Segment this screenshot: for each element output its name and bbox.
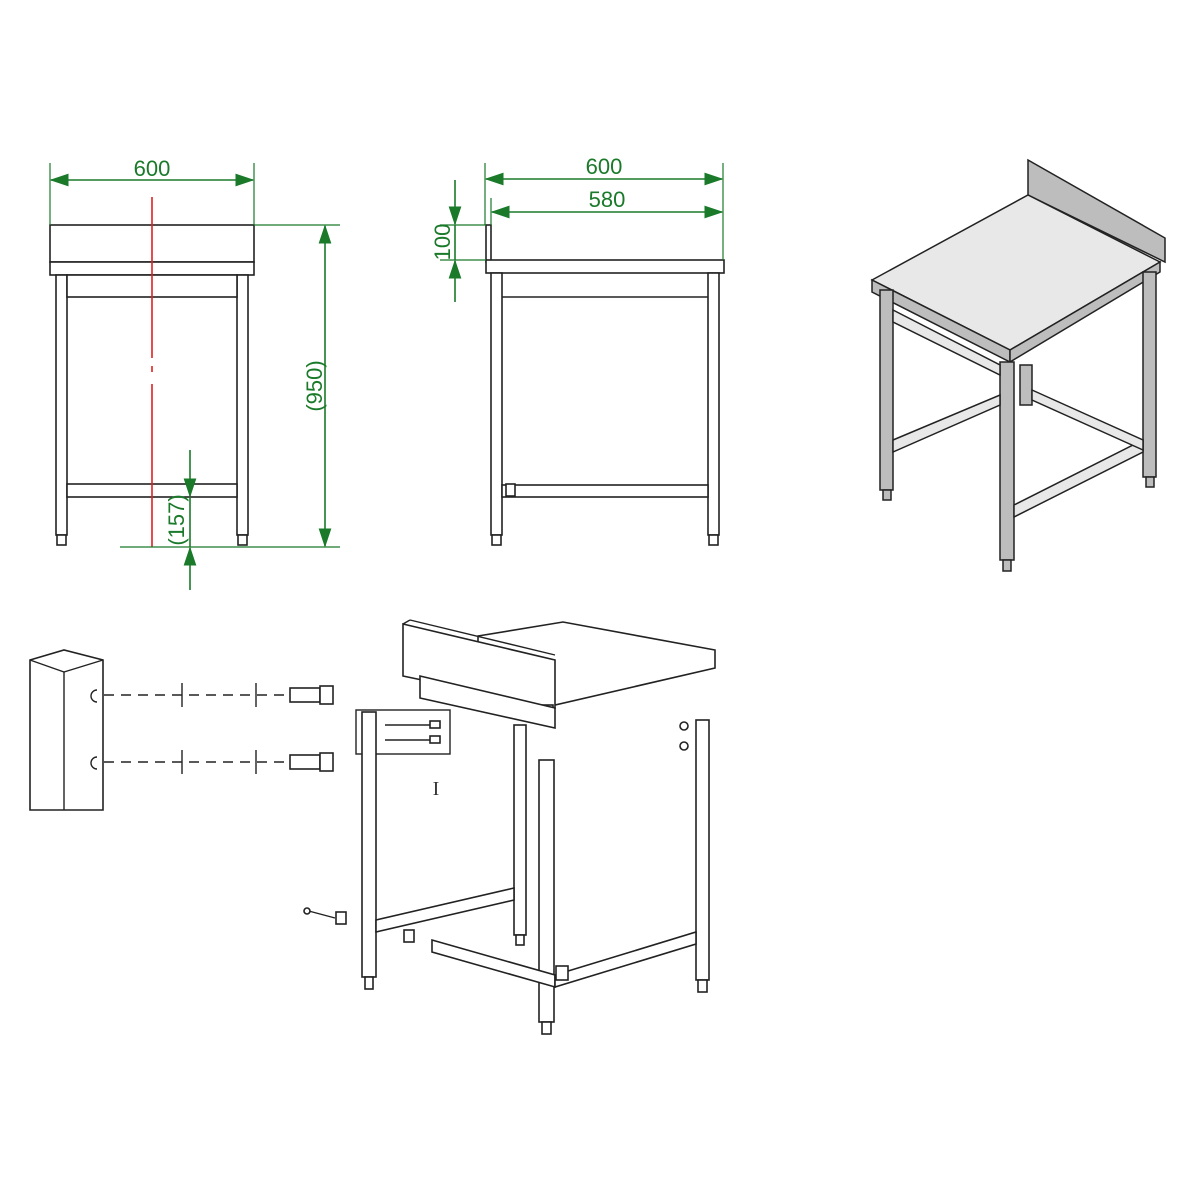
foot-right [237, 534, 248, 546]
leg [361, 711, 377, 978]
bolt-icon [289, 687, 321, 703]
isometric-view [870, 158, 1166, 572]
tube-detail [29, 649, 334, 811]
leg-back [490, 272, 503, 536]
front-view: 600 (950) (157) [49, 156, 340, 590]
backsplash-height-label: 100 [430, 224, 455, 261]
leg-right [236, 274, 249, 536]
detail-label: I [433, 778, 440, 800]
side-width-label: 600 [586, 154, 623, 179]
side-view: 600 580 100 [430, 154, 725, 546]
exploded-assembly: I [303, 619, 716, 1035]
bolt-icon [289, 754, 321, 770]
foot-left [56, 534, 67, 546]
leg-front [707, 272, 720, 536]
lower-rail-side [501, 484, 709, 498]
inner-width-label: 580 [589, 187, 626, 212]
worktop-side [485, 259, 725, 274]
shelf-height-label: (157) [164, 494, 189, 545]
detail-box [355, 709, 451, 755]
height-label: (950) [302, 360, 327, 411]
width-label: 600 [134, 156, 171, 181]
backsplash-side [485, 224, 492, 263]
leg-left [55, 274, 68, 536]
